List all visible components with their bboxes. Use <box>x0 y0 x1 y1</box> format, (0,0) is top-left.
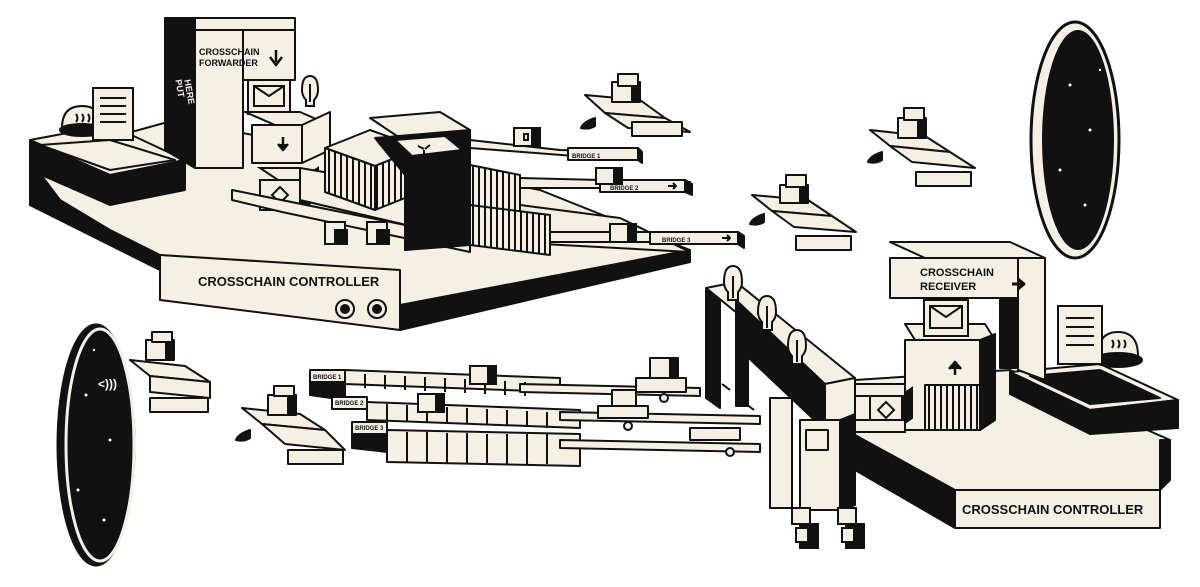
document-icon <box>1057 305 1103 365</box>
package-icon <box>595 167 623 185</box>
put-here-label-line1: PUT <box>173 79 186 99</box>
top-bridge-1-label: BRIDGE 1 <box>572 154 601 160</box>
connector-pipe <box>854 383 906 433</box>
top-bridge-2-label: BRIDGE 2 <box>610 186 639 192</box>
svg-text:<))): <))) <box>98 377 117 391</box>
envelope-icon <box>923 299 969 337</box>
package-icon <box>469 365 497 385</box>
package-icon <box>609 223 637 243</box>
gate-feet <box>791 507 865 549</box>
receiver-tower <box>889 241 1046 431</box>
bottom-bridge-3-label: BRIDGE 3 <box>355 426 384 432</box>
controller-bottom-platform <box>854 363 1179 529</box>
carts <box>519 357 761 457</box>
bottom-bridge-1-label: BRIDGE 1 <box>313 375 342 381</box>
forwarder-label-line1: CROSSCHAIN <box>199 47 260 57</box>
bottom-bridge-1 <box>309 369 561 401</box>
chute-box <box>244 111 331 164</box>
forwarder-tower <box>164 17 296 169</box>
rocket-icon <box>235 385 346 465</box>
portal-right-icon <box>1029 20 1121 260</box>
rocket-icon <box>867 107 976 187</box>
lightbulb-icon <box>786 328 808 365</box>
package-icon <box>513 127 541 147</box>
small-parts <box>324 221 390 245</box>
envelope-icon <box>247 79 291 115</box>
top-bridge-3-label: BRIDGE 3 <box>662 238 691 244</box>
rocket-icon <box>580 73 691 137</box>
receiver-label-line1: CROSSCHAIN <box>920 267 994 279</box>
lightbulb-icon <box>756 294 778 331</box>
rocket-icon <box>129 331 211 413</box>
package-icon <box>417 393 445 413</box>
top-bridge-3 <box>549 231 745 249</box>
lightbulb-icon <box>300 74 320 107</box>
verification-gate <box>705 281 856 511</box>
top-bridge-1 <box>469 139 643 164</box>
bottom-bridge-3 <box>351 421 581 467</box>
controller-top-label: CROSSCHAIN CONTROLLER <box>198 274 380 289</box>
put-here-label-line2: HERE <box>182 79 196 105</box>
document-icon <box>92 87 134 141</box>
rocket-icon <box>749 174 857 251</box>
bottom-bridge-2-label: BRIDGE 2 <box>335 401 364 407</box>
receiver-label-line2: RECEIVER <box>920 281 976 293</box>
forwarder-label-line2: FORWARDER <box>199 58 258 68</box>
portal-left-icon: <))) <box>56 323 136 567</box>
controller-top-platform <box>29 119 691 331</box>
processing-machine <box>324 111 551 256</box>
controller-bottom-label: CROSSCHAIN CONTROLLER <box>962 502 1144 517</box>
lightbulb-icon <box>722 264 744 301</box>
